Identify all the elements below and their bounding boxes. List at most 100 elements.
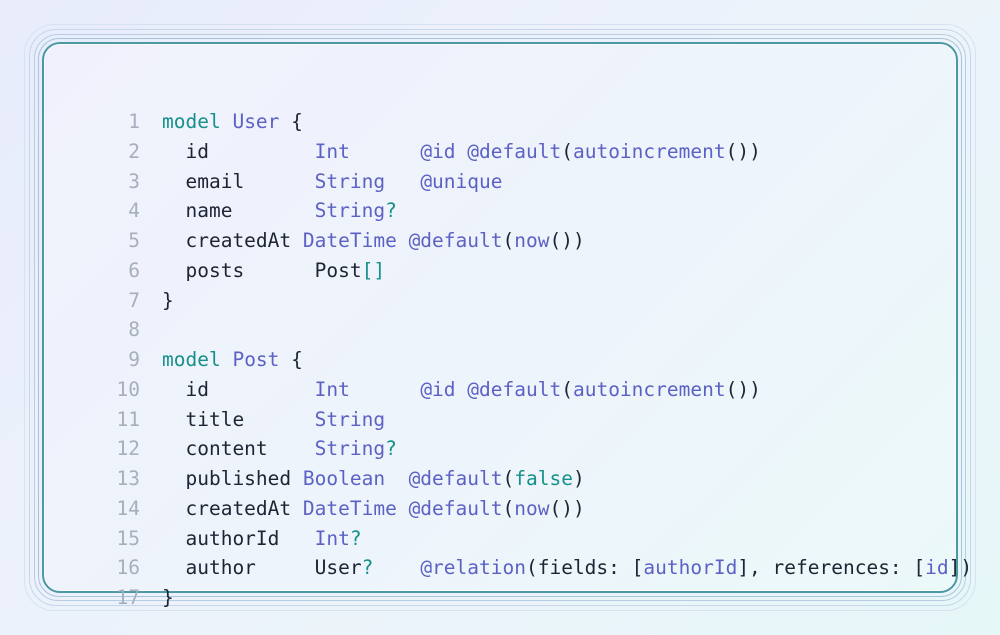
code-line[interactable]: 12 content String? <box>44 434 956 464</box>
line-source: createdAt DateTime @default(now()) <box>162 226 585 256</box>
code-token: Int <box>314 139 350 163</box>
code-token: ? <box>385 199 397 223</box>
code-token: createdAt <box>162 496 303 520</box>
code-line[interactable]: 15 authorId Int? <box>44 524 956 554</box>
code-token: } <box>162 586 174 609</box>
code-token: String <box>314 169 386 193</box>
line-number: 15 <box>116 526 140 550</box>
code-token: autoincrement <box>572 139 726 163</box>
code-line[interactable]: 6 posts Post[] <box>44 256 956 286</box>
line-source: model User { <box>162 107 303 137</box>
code-token: User <box>314 556 362 580</box>
code-token: String <box>314 437 386 461</box>
line-source: model Post { <box>162 345 303 375</box>
code-token <box>397 497 409 520</box>
code-token: autoincrement <box>572 377 726 401</box>
code-line[interactable]: 10 id Int @id @default(autoincrement()) <box>44 375 956 405</box>
code-token: @id <box>420 139 456 163</box>
code-token: ]) <box>948 556 973 580</box>
code-token: DateTime <box>302 229 397 252</box>
code-token: Post <box>314 258 362 282</box>
code-token: ( <box>502 229 515 252</box>
code-token: User <box>232 110 280 133</box>
line-number: 5 <box>128 229 140 252</box>
line-source: posts Post[] <box>162 256 385 286</box>
code-token: title <box>162 407 315 431</box>
code-token: now <box>514 229 550 252</box>
code-token: ? <box>385 437 397 461</box>
code-line[interactable]: 7} <box>44 286 956 316</box>
code-line[interactable]: 8 <box>44 315 956 345</box>
code-editor-panel[interactable]: 1 model User {2 id Int @id @default(autoi… <box>42 42 972 609</box>
code-token: @relation <box>420 556 526 580</box>
code-token: @default <box>408 467 503 490</box>
line-number: 8 <box>128 318 140 342</box>
code-line[interactable]: 2 id Int @id @default(autoincrement()) <box>44 137 956 167</box>
code-token: ()) <box>549 229 585 252</box>
code-token: ( <box>561 377 573 401</box>
code-token <box>350 140 420 163</box>
code-token: id <box>162 377 315 401</box>
code-token <box>456 140 468 163</box>
code-token <box>397 229 409 252</box>
code-line[interactable]: 1 model User { <box>44 107 956 137</box>
code-token <box>221 110 233 133</box>
code-token: false <box>514 467 573 490</box>
line-number: 3 <box>128 169 140 193</box>
line-number: 6 <box>128 258 140 282</box>
code-token: [] <box>361 258 386 282</box>
code-line[interactable]: 16 author User? @relation(fields: [autho… <box>44 553 973 583</box>
line-number: 14 <box>116 496 140 520</box>
code-token: email <box>162 169 315 193</box>
code-token: name <box>162 199 315 223</box>
line-source: id Int @id @default(autoincrement()) <box>162 137 760 167</box>
line-number: 1 <box>128 110 140 133</box>
line-source: } <box>162 583 174 613</box>
code-token <box>385 467 408 490</box>
code-token: id <box>162 139 315 163</box>
code-token: ()) <box>549 496 585 520</box>
line-number: 10 <box>116 377 140 401</box>
code-token: String <box>314 407 386 431</box>
code-token: } <box>162 288 174 312</box>
code-token: id <box>925 556 949 580</box>
line-number: 11 <box>116 407 140 431</box>
code-token <box>373 556 420 579</box>
code-token: model <box>162 348 221 371</box>
code-token: String <box>314 199 386 223</box>
code-token: Int <box>314 377 350 401</box>
code-line[interactable]: 11 title String <box>44 405 956 435</box>
code-line[interactable]: 5 createdAt DateTime @default(now()) <box>44 226 956 256</box>
line-number: 13 <box>116 467 140 490</box>
code-token: published <box>162 467 303 490</box>
code-token: @default <box>408 496 503 520</box>
line-number: 17 <box>116 586 140 609</box>
line-source: title String <box>162 405 385 435</box>
code-token: ) <box>572 467 585 490</box>
code-token: { <box>279 110 303 133</box>
code-token: @default <box>467 377 562 401</box>
outer-glow-ring-1 <box>24 24 976 611</box>
code-token: posts <box>162 258 315 282</box>
line-source: name String? <box>162 196 397 226</box>
code-line[interactable]: 14 createdAt DateTime @default(now()) <box>44 494 956 524</box>
code-token: content <box>162 437 315 461</box>
code-line[interactable]: 13 published Boolean @default(false) <box>44 464 956 494</box>
code-token: authorId <box>162 526 315 550</box>
code-line[interactable]: 4 name String? <box>44 196 956 226</box>
code-token: authorId <box>643 556 738 580</box>
line-number: 4 <box>128 199 140 223</box>
code-line[interactable]: 3 email String @unique <box>44 167 956 197</box>
line-source: author User? @relation(fields: [authorId… <box>162 553 972 583</box>
code-block[interactable]: 1 model User {2 id Int @id @default(autoi… <box>44 107 973 613</box>
code-token: ()) <box>725 377 761 401</box>
code-token: ( <box>502 467 515 490</box>
code-token: now <box>514 496 550 520</box>
code-line[interactable]: 17} <box>44 583 956 613</box>
code-token: @default <box>408 229 503 252</box>
outer-glow-ring-3 <box>34 34 966 601</box>
code-token: { <box>279 348 303 371</box>
code-token: createdAt <box>162 229 303 252</box>
code-token: @id <box>420 377 456 401</box>
